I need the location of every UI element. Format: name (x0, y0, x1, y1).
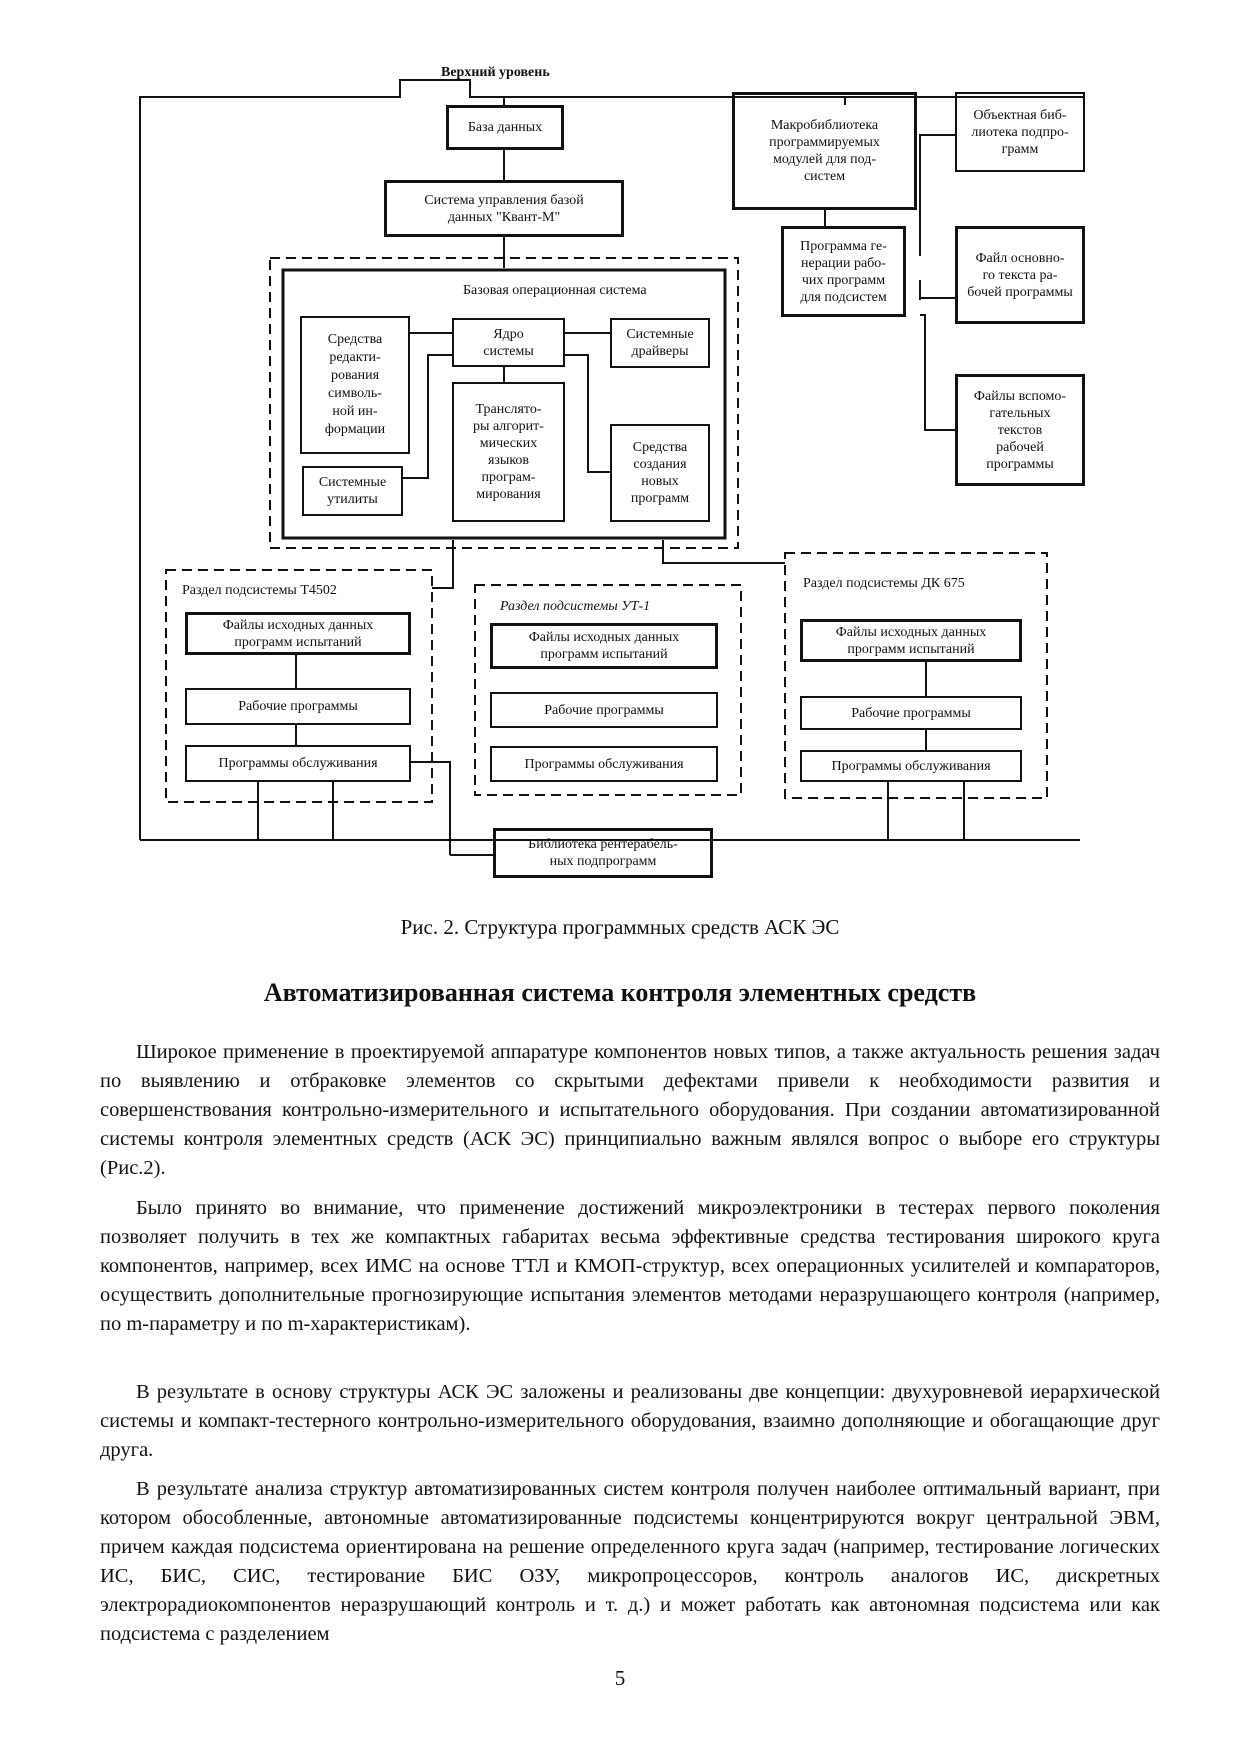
connector (920, 314, 955, 431)
t4502-source-files-box: Файлы исходных данных программ испытаний (185, 612, 411, 655)
connector (565, 354, 610, 473)
connector (662, 540, 785, 564)
dk675-dashed-frame (784, 552, 1048, 799)
connector (432, 540, 454, 589)
ut1-service-programs-box: Программы обслуживания (490, 746, 718, 782)
t4502-work-programs-box: Рабочие программы (185, 688, 411, 725)
dk675-title: Раздел подсистемы ДК 675 (803, 576, 965, 591)
utilities-box: Системные утилиты (302, 466, 403, 516)
paragraph-2: Было принято во внимание, что применение… (100, 1197, 1160, 1335)
aux-files-box: Файлы вспомо- гательных текстов рабочей … (955, 374, 1085, 486)
generator-box: Программа ге- нерации рабо- чих программ… (781, 226, 906, 317)
t4502-title: Раздел подсистемы Т4502 (182, 583, 337, 598)
os-solid-frame (281, 268, 727, 540)
new-programs-box: Средства создания новых программ (610, 424, 710, 522)
top-level-bus (139, 79, 1085, 840)
t4502-service-programs-box: Программы обслуживания (185, 745, 411, 782)
dk675-source-files-box: Файлы исходных данных программ испытаний (800, 619, 1022, 662)
dk675-work-programs-box: Рабочие программы (800, 696, 1022, 730)
figure-caption: Рис. 2. Структура программных средств АС… (400, 915, 840, 939)
drivers-box: Системные драйверы (610, 318, 710, 368)
base-os-label: Базовая операционная система (463, 283, 647, 298)
dbms-box: Система управления базой данных "Квант-М… (384, 180, 624, 237)
paragraph-4: В результате анализа структур автоматизи… (100, 1478, 1160, 1645)
object-library-box: Объектная биб- лиотека подпро- грамм (955, 92, 1085, 172)
top-level-label: Верхний уровень (441, 65, 550, 80)
translators-box: Транслято- ры алгорит- мических языков п… (452, 382, 565, 522)
macrolib-box: Макробиблиотека программируемых модулей … (732, 92, 917, 210)
database-box: База данных (446, 105, 564, 150)
paragraph-3: В результате в основу структуры АСК ЭС з… (100, 1381, 1160, 1461)
kernel-box: Ядро системы (452, 318, 565, 367)
ut1-dashed-frame (474, 584, 742, 796)
paragraph-1: Широкое применение в проектируемой аппар… (100, 1041, 1160, 1179)
os-dashed-frame (269, 257, 739, 549)
connector (411, 761, 451, 840)
connector (403, 354, 452, 479)
editing-tools-box: Средства редакти- рования символь- ной и… (300, 316, 410, 454)
t4502-dashed-frame (165, 569, 433, 803)
diagram-connectors (139, 79, 1085, 856)
source-text-file-box: Файл основно- го текста ра- бочей програ… (955, 226, 1085, 324)
section-heading: Автоматизированная система контроля элем… (263, 978, 977, 1007)
page-number: 5 (614, 1666, 626, 1690)
reentrant-library-box: Библиотека рентерабель- ных подпрограмм (493, 828, 713, 878)
ut1-title: Раздел подсистемы УТ-1 (500, 599, 651, 614)
ut1-source-files-box: Файлы исходных данных программ испытаний (490, 623, 718, 669)
ut1-work-programs-box: Рабочие программы (490, 692, 718, 728)
connector (919, 134, 955, 256)
dk675-service-programs-box: Программы обслуживания (800, 750, 1022, 782)
